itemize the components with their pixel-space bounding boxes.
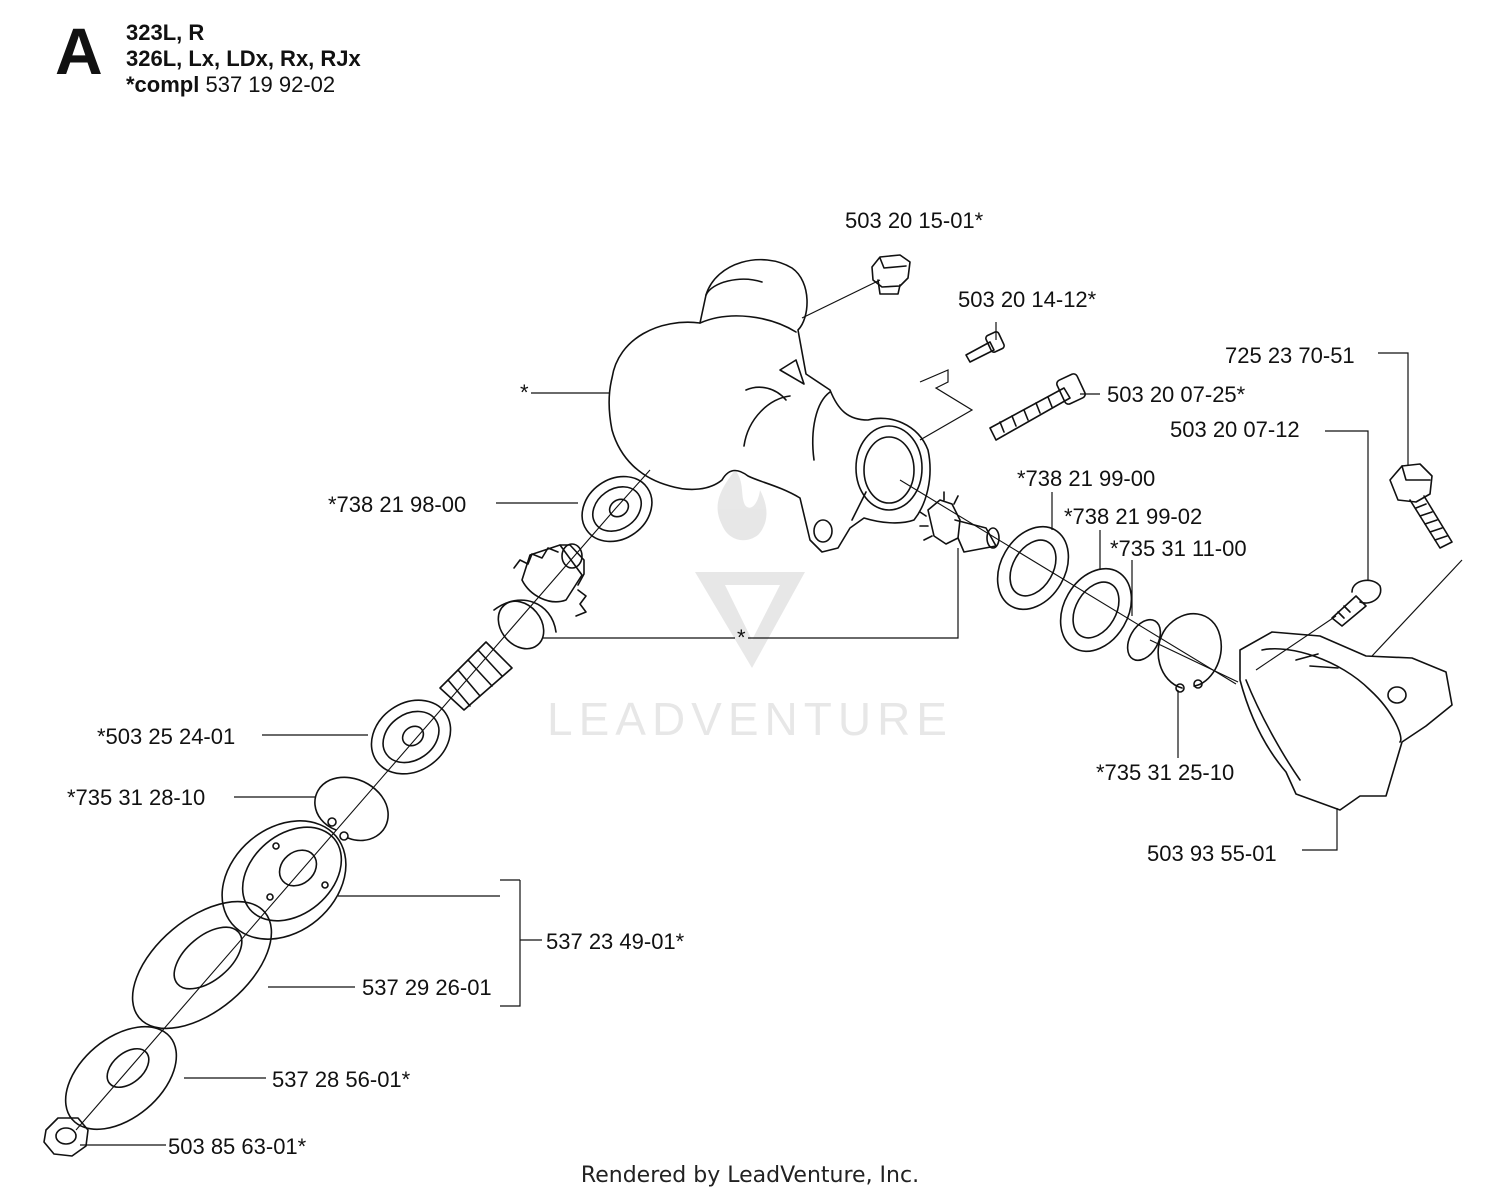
thrust-washer <box>64 1025 178 1131</box>
screw-503-20-07-25 <box>989 373 1086 441</box>
section-letter: A <box>55 14 103 88</box>
bolt-725-23-70-51 <box>1389 463 1453 549</box>
circlip-735-31-25-10 <box>1157 613 1223 693</box>
label-gear-star: * <box>737 625 746 650</box>
leader-lines <box>80 279 1463 1146</box>
label-503-20-14-12: 503 20 14-12* <box>958 287 1097 312</box>
label-503-25-24-01: *503 25 24-01 <box>97 724 235 749</box>
label-735-31-25-10: *735 31 25-10 <box>1096 760 1234 785</box>
nut-503-85-63-01 <box>43 1117 89 1157</box>
label-738-21-99-02: *738 21 99-02 <box>1064 504 1202 529</box>
compl-line: *compl 537 19 92-02 <box>126 72 361 98</box>
label-503-85-63-01: 503 85 63-01* <box>168 1134 307 1159</box>
compl-label: *compl <box>126 72 200 97</box>
label-738-21-99-00: *738 21 99-00 <box>1017 466 1155 491</box>
label-738-21-98-00: *738 21 98-00 <box>328 492 466 517</box>
model-line-2: 326L, Lx, LDx, Rx, RJx <box>126 46 361 71</box>
part-labels: 503 20 15-01* 503 20 14-12* 503 20 07-25… <box>67 208 1355 1159</box>
label-503-20-07-25: 503 20 07-25* <box>1107 382 1246 407</box>
gear-housing <box>608 258 931 553</box>
label-735-31-11-00: *735 31 11-00 <box>1110 536 1247 561</box>
label-housing-star: * <box>520 380 529 405</box>
model-line-1: 323L, R <box>126 20 205 45</box>
bearing-738-21-98-00 <box>581 475 653 543</box>
compl-number: 537 19 92-02 <box>205 72 336 97</box>
rendered-by-footer: Rendered by LeadVenture, Inc. <box>580 1163 920 1188</box>
shaft-guard <box>1239 631 1453 811</box>
label-503-20-15-01: 503 20 15-01* <box>845 208 984 233</box>
label-537-23-49-01: 537 23 49-01* <box>546 929 685 954</box>
oil-plug <box>871 254 911 295</box>
assembly-axis-lines <box>75 469 1337 1131</box>
screw-503-20-14-12 <box>965 331 1005 363</box>
watermark-text: LEADVENTURE <box>547 693 953 745</box>
label-725-23-70-51: 725 23 70-51 <box>1225 343 1355 368</box>
label-503-93-55-01: 503 93 55-01 <box>1147 841 1277 866</box>
label-537-29-26-01: 537 29 26-01 <box>362 975 492 1000</box>
watermark-logo-icon <box>695 470 805 668</box>
pinion-gear <box>919 491 1000 553</box>
bearing-503-25-24-01 <box>370 699 452 775</box>
label-503-20-07-12: 503 20 07-12 <box>1170 417 1300 442</box>
drive-hub <box>221 820 347 940</box>
screw-503-20-07-12 <box>1331 579 1382 627</box>
ring-735-31-11-00 <box>1126 618 1162 662</box>
circlip-735-31-28-10 <box>314 776 389 842</box>
model-list: 323L, R 326L, Lx, LDx, Rx, RJx *compl 53… <box>126 20 361 98</box>
label-537-28-56-01: 537 28 56-01* <box>272 1067 411 1092</box>
label-735-31-28-10: *735 31 28-10 <box>67 785 205 810</box>
bearing-738-21-99-02 <box>1059 567 1133 653</box>
bearing-738-21-99-00 <box>996 525 1070 611</box>
spindle-gear <box>439 543 587 711</box>
